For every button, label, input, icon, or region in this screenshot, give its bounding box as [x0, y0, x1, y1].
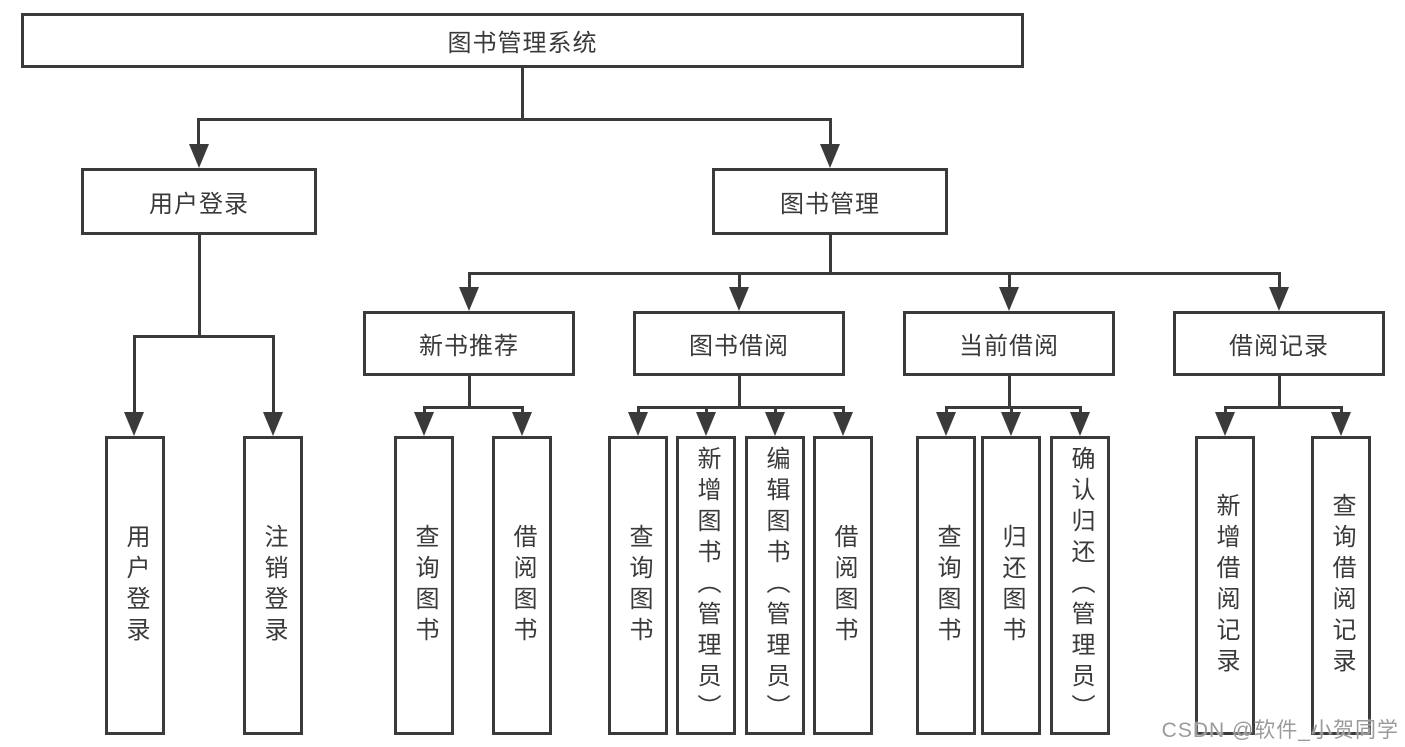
arrowhead-user-login	[189, 144, 209, 168]
arrowhead-leaf-cb-return	[1001, 412, 1021, 436]
arrowhead-leaf-br-query	[1331, 412, 1351, 436]
node-current-borrow: 当前借阅	[903, 311, 1115, 376]
arrowhead-leaf-bb-query	[628, 412, 648, 436]
node-library-system: 图书管理系统	[21, 13, 1024, 68]
connector-current-borrow-stub	[1008, 376, 1011, 406]
leaf-nb-borrow-books-label: 借阅图书	[509, 523, 536, 648]
arrowhead-leaf-logout	[263, 412, 283, 436]
leaf-user-login: 用户登录	[105, 436, 165, 735]
arrowhead-book-borrow	[729, 287, 749, 311]
node-book-borrow-label: 图书借阅	[689, 333, 789, 360]
leaf-cb-query-books: 查询图书	[916, 436, 976, 735]
arrowhead-leaf-cb-confirm	[1070, 412, 1090, 436]
leaf-cb-query-books-label: 查询图书	[933, 523, 960, 648]
leaf-bb-edit-books: 编辑图书（管理员）	[745, 436, 805, 735]
node-borrow-records: 借阅记录	[1173, 311, 1385, 376]
leaf-nb-query-books: 查询图书	[394, 436, 454, 735]
arrowhead-leaf-bb-add	[696, 412, 716, 436]
arrowhead-current-borrow	[999, 287, 1019, 311]
arrowhead-leaf-cb-query	[936, 412, 956, 436]
connector-borrow-records-bar	[1224, 406, 1343, 409]
connector-root-stub	[521, 68, 524, 118]
leaf-bb-borrow-books-label: 借阅图书	[830, 523, 857, 648]
connector-to-leaf-logout	[272, 335, 275, 417]
connector-to-book-borrow	[738, 272, 741, 293]
leaf-cb-confirm-return: 确认归还（管理员）	[1050, 436, 1110, 735]
connector-borrow-records-stub	[1278, 376, 1281, 406]
connector-user-login-bar	[133, 335, 275, 338]
connector-book-borrow-bar	[637, 406, 845, 409]
leaf-logout: 注销登录	[243, 436, 303, 735]
arrowhead-leaf-nb-query	[414, 412, 434, 436]
arrowhead-leaf-bb-edit	[765, 412, 785, 436]
node-borrow-records-label: 借阅记录	[1229, 333, 1329, 360]
connector-to-user-login	[197, 118, 200, 150]
leaf-br-query-record-label: 查询借阅记录	[1328, 492, 1355, 679]
connector-book-mgmt-stub	[829, 235, 832, 272]
leaf-cb-return-books: 归还图书	[981, 436, 1041, 735]
leaf-nb-borrow-books: 借阅图书	[492, 436, 552, 735]
node-book-mgmt-label: 图书管理	[780, 191, 880, 218]
connector-to-current-borrow	[1008, 272, 1011, 293]
arrowhead-leaf-login	[124, 412, 144, 436]
leaf-bb-query-books: 查询图书	[608, 436, 668, 735]
leaf-user-login-label: 用户登录	[122, 523, 149, 648]
arrowhead-borrow-records	[1269, 287, 1289, 311]
leaf-bb-add-books: 新增图书（管理员）	[676, 436, 736, 735]
node-user-login: 用户登录	[81, 168, 317, 235]
leaf-br-add-record-label: 新增借阅记录	[1212, 492, 1239, 679]
node-current-borrow-label: 当前借阅	[959, 333, 1059, 360]
connector-to-borrow-records	[1278, 272, 1281, 293]
connector-to-new-books	[468, 272, 471, 293]
arrowhead-leaf-nb-borrow	[512, 412, 532, 436]
leaf-cb-return-books-label: 归还图书	[998, 523, 1025, 648]
node-book-mgmt: 图书管理	[712, 168, 948, 235]
leaf-bb-borrow-books: 借阅图书	[813, 436, 873, 735]
leaf-bb-edit-books-label: 编辑图书（管理员）	[762, 446, 789, 725]
watermark: CSDN @软件_小贺同学	[1161, 719, 1399, 742]
node-book-borrow: 图书借阅	[633, 311, 845, 376]
connector-new-books-bar	[423, 406, 524, 409]
leaf-br-query-record: 查询借阅记录	[1311, 436, 1371, 735]
arrowhead-book-mgmt	[820, 144, 840, 168]
node-library-system-label: 图书管理系统	[447, 30, 598, 57]
connector-new-books-stub	[468, 376, 471, 406]
connector-current-borrow-bar	[945, 406, 1082, 409]
leaf-cb-confirm-return-label: 确认归还（管理员）	[1067, 446, 1094, 725]
connector-book-mgmt-bar	[468, 272, 1281, 275]
connector-root-bar	[198, 118, 832, 121]
node-new-books-label: 新书推荐	[419, 333, 519, 360]
connector-user-login-stub	[198, 235, 201, 335]
connector-to-book-mgmt	[829, 118, 832, 150]
arrowhead-leaf-br-add	[1215, 412, 1235, 436]
leaf-bb-query-books-label: 查询图书	[625, 523, 652, 648]
node-user-login-label: 用户登录	[149, 191, 249, 218]
connector-to-leaf-login	[133, 335, 136, 417]
leaf-bb-add-books-label: 新增图书（管理员）	[693, 446, 720, 725]
leaf-br-add-record: 新增借阅记录	[1195, 436, 1255, 735]
leaf-logout-label: 注销登录	[260, 523, 287, 648]
connector-book-borrow-stub	[738, 376, 741, 406]
node-new-books: 新书推荐	[363, 311, 575, 376]
arrowhead-new-books	[459, 287, 479, 311]
arrowhead-leaf-bb-borrow	[833, 412, 853, 436]
leaf-nb-query-books-label: 查询图书	[411, 523, 438, 648]
